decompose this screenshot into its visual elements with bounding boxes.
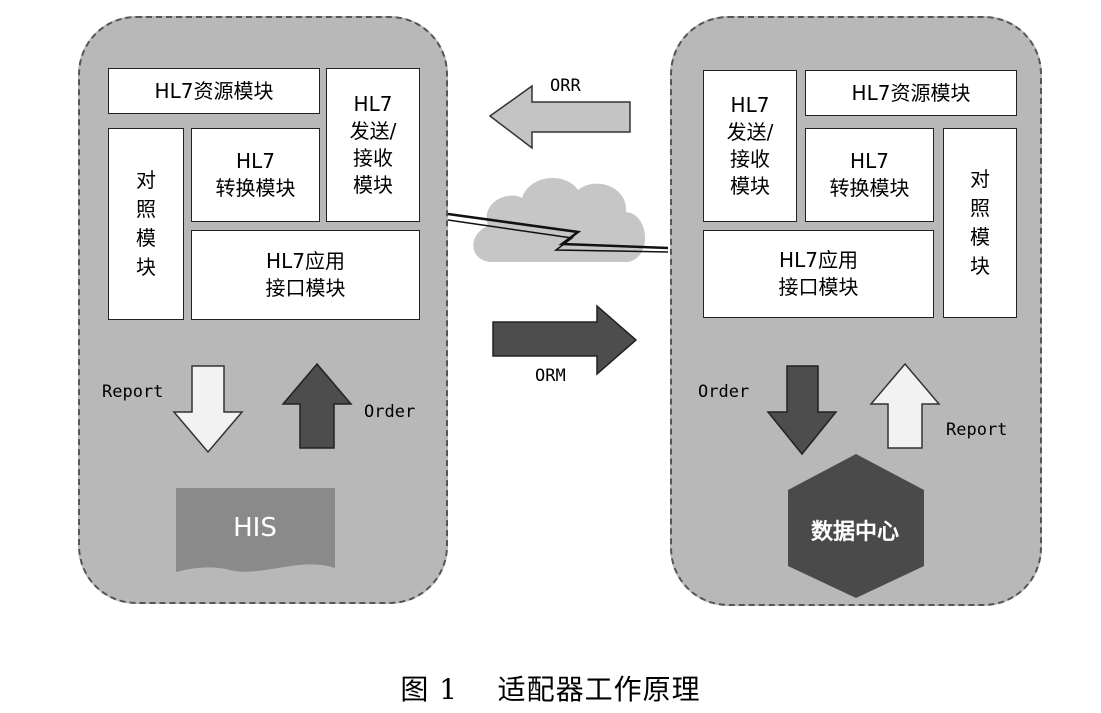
right-mapping-module-label: 对 照 模 块 — [970, 167, 990, 278]
his-document-icon — [176, 488, 335, 572]
right-hl7-resource-module: HL7资源模块 — [805, 70, 1017, 116]
right-hl7-convert-module-label: HL7 转换模块 — [829, 149, 910, 200]
left-hl7-resource-module: HL7资源模块 — [108, 68, 320, 114]
orr-label: ORR — [550, 76, 581, 96]
orm-label: ORM — [535, 366, 566, 386]
right-order-label: Order — [698, 382, 750, 402]
network-cloud-icon — [473, 178, 646, 262]
right-hl7-send-receive-module-label: HL7 发送/ 接收 模块 — [726, 93, 774, 198]
right-hl7-convert-module: HL7 转换模块 — [805, 128, 934, 222]
left-hl7-send-receive-module: HL7 发送/ 接收 模块 — [326, 68, 420, 222]
left-report-down-arrow-icon — [172, 365, 244, 454]
left-hl7-convert-module-label: HL7 转换模块 — [215, 149, 296, 200]
orr-arrow-icon — [488, 84, 631, 150]
left-hl7-app-interface-module-label: HL7应用 接口模块 — [265, 249, 346, 300]
left-mapping-module-label: 对 照 模 块 — [136, 168, 156, 279]
left-hl7-resource-module-label: HL7资源模块 — [154, 78, 274, 103]
left-hl7-send-receive-module-label: HL7 发送/ 接收 模块 — [349, 92, 397, 197]
left-hl7-app-interface-module: HL7应用 接口模块 — [191, 230, 420, 320]
his-label: HIS — [233, 513, 277, 543]
right-hl7-app-interface-module-label: HL7应用 接口模块 — [778, 248, 859, 299]
right-hl7-send-receive-module: HL7 发送/ 接收 模块 — [703, 70, 797, 222]
right-order-down-arrow-icon — [766, 365, 838, 456]
left-order-up-arrow-icon — [281, 362, 353, 449]
right-hl7-app-interface-module: HL7应用 接口模块 — [703, 230, 934, 318]
right-mapping-module: 对 照 模 块 — [943, 128, 1017, 318]
right-report-up-arrow-icon — [869, 362, 941, 449]
orm-arrow-icon — [492, 304, 638, 376]
left-report-label: Report — [102, 382, 164, 402]
right-report-label: Report — [946, 420, 1008, 440]
right-hl7-resource-module-label: HL7资源模块 — [851, 80, 971, 105]
left-order-label: Order — [364, 402, 416, 422]
figure-caption: 图 1 适配器工作原理 — [400, 673, 701, 706]
data-center-hexagon-icon — [788, 454, 924, 598]
left-mapping-module: 对 照 模 块 — [108, 128, 184, 320]
data-center-label: 数据中心 — [810, 520, 899, 545]
left-hl7-convert-module: HL7 转换模块 — [191, 128, 320, 222]
lightning-link-icon — [447, 212, 669, 253]
